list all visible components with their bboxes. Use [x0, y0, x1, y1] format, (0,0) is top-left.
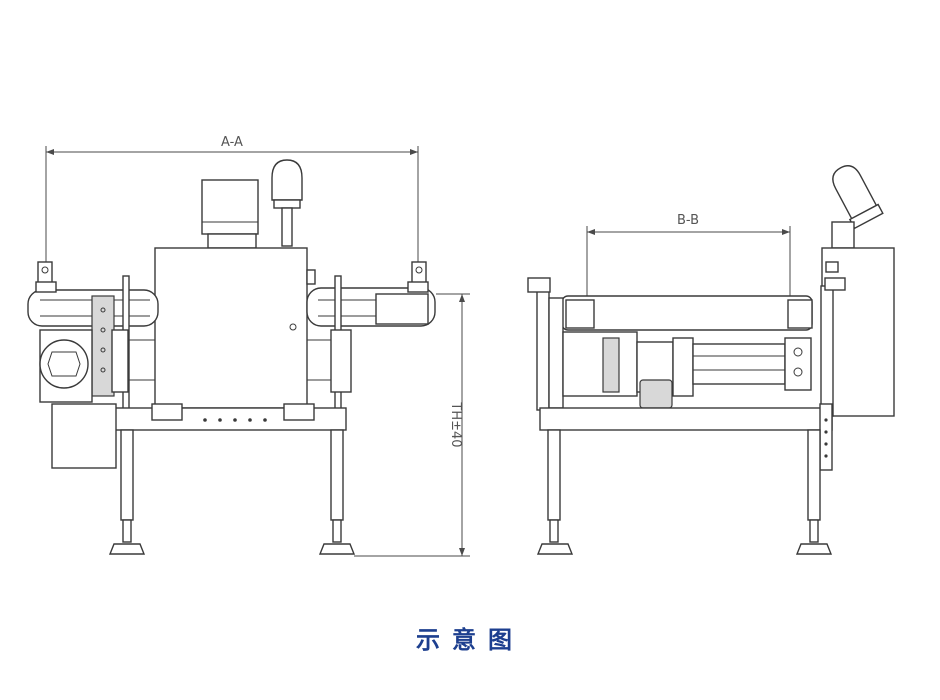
side-belt: [561, 295, 813, 331]
width-dimension-label: A-A: [221, 135, 243, 150]
side-view: B-B: [527, 165, 895, 555]
electrical-panel: [51, 403, 117, 469]
height-dimension: TH±40: [354, 293, 470, 557]
width-dimension: A-A: [45, 135, 419, 265]
control-cabinet: [154, 247, 308, 409]
side-signal-lamp: [832, 165, 884, 230]
front-view: A-A: [27, 135, 470, 557]
side-base-frame: [539, 407, 833, 431]
depth-dimension: B-B: [586, 213, 791, 298]
signal-lamp: [271, 159, 303, 247]
motor-box: [201, 179, 259, 235]
side-legs: [536, 429, 833, 555]
depth-dimension-label: B-B: [677, 213, 699, 228]
conveyor-belt-right: [306, 287, 436, 327]
diagram-caption: 示意图: [416, 626, 524, 654]
side-cabinet: [821, 247, 895, 417]
gear-motor: [39, 329, 93, 403]
height-dimension-label: TH±40: [448, 401, 463, 447]
front-legs: [108, 429, 356, 555]
